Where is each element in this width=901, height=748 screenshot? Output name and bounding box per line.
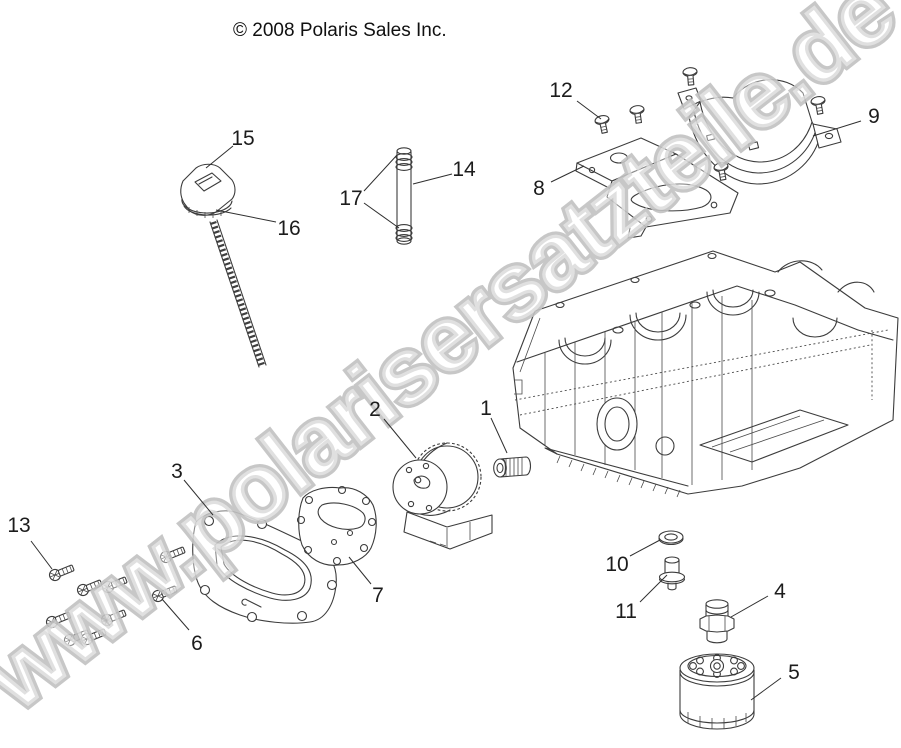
- callout-2: 2: [369, 398, 381, 421]
- pump-cover-drawing: [192, 510, 338, 624]
- plug-fitting-drawing: [493, 456, 532, 478]
- oil-pump-drawing: [392, 442, 493, 550]
- callout-15: 15: [231, 127, 254, 150]
- oil-tube-drawing: [395, 147, 413, 245]
- dipstick-drawing: [180, 163, 267, 368]
- engine-block-drawing: [512, 250, 899, 498]
- leader-lines: [30, 100, 862, 701]
- oil-filter-drawing: [679, 653, 755, 730]
- copyright-text: © 2008 Polaris Sales Inc.: [233, 20, 447, 41]
- callout-12: 12: [549, 79, 572, 102]
- callout-9: 9: [868, 105, 880, 128]
- callout-14: 14: [452, 158, 476, 181]
- callout-11: 11: [615, 600, 637, 623]
- callout-6: 6: [191, 632, 203, 655]
- sealing-washer-drawing: [658, 530, 684, 546]
- callout-labels: 1 2 3 4 5 6 7 8 9 10 11 12 13 14 15 16 1…: [7, 79, 880, 684]
- callout-8: 8: [533, 177, 545, 200]
- bracket-plate-drawing: [575, 137, 739, 239]
- gasket-drawing: [296, 485, 377, 566]
- callout-17: 17: [339, 187, 362, 210]
- oil-fitting-drawing: [658, 556, 686, 591]
- callout-4: 4: [774, 580, 786, 603]
- filter-nipple-drawing: [699, 599, 735, 644]
- callout-10: 10: [605, 553, 628, 576]
- callout-7: 7: [372, 584, 384, 607]
- callout-16: 16: [277, 217, 300, 240]
- callout-1: 1: [480, 397, 492, 420]
- callout-13: 13: [7, 514, 30, 537]
- callout-3: 3: [171, 460, 183, 483]
- callout-5: 5: [788, 661, 800, 684]
